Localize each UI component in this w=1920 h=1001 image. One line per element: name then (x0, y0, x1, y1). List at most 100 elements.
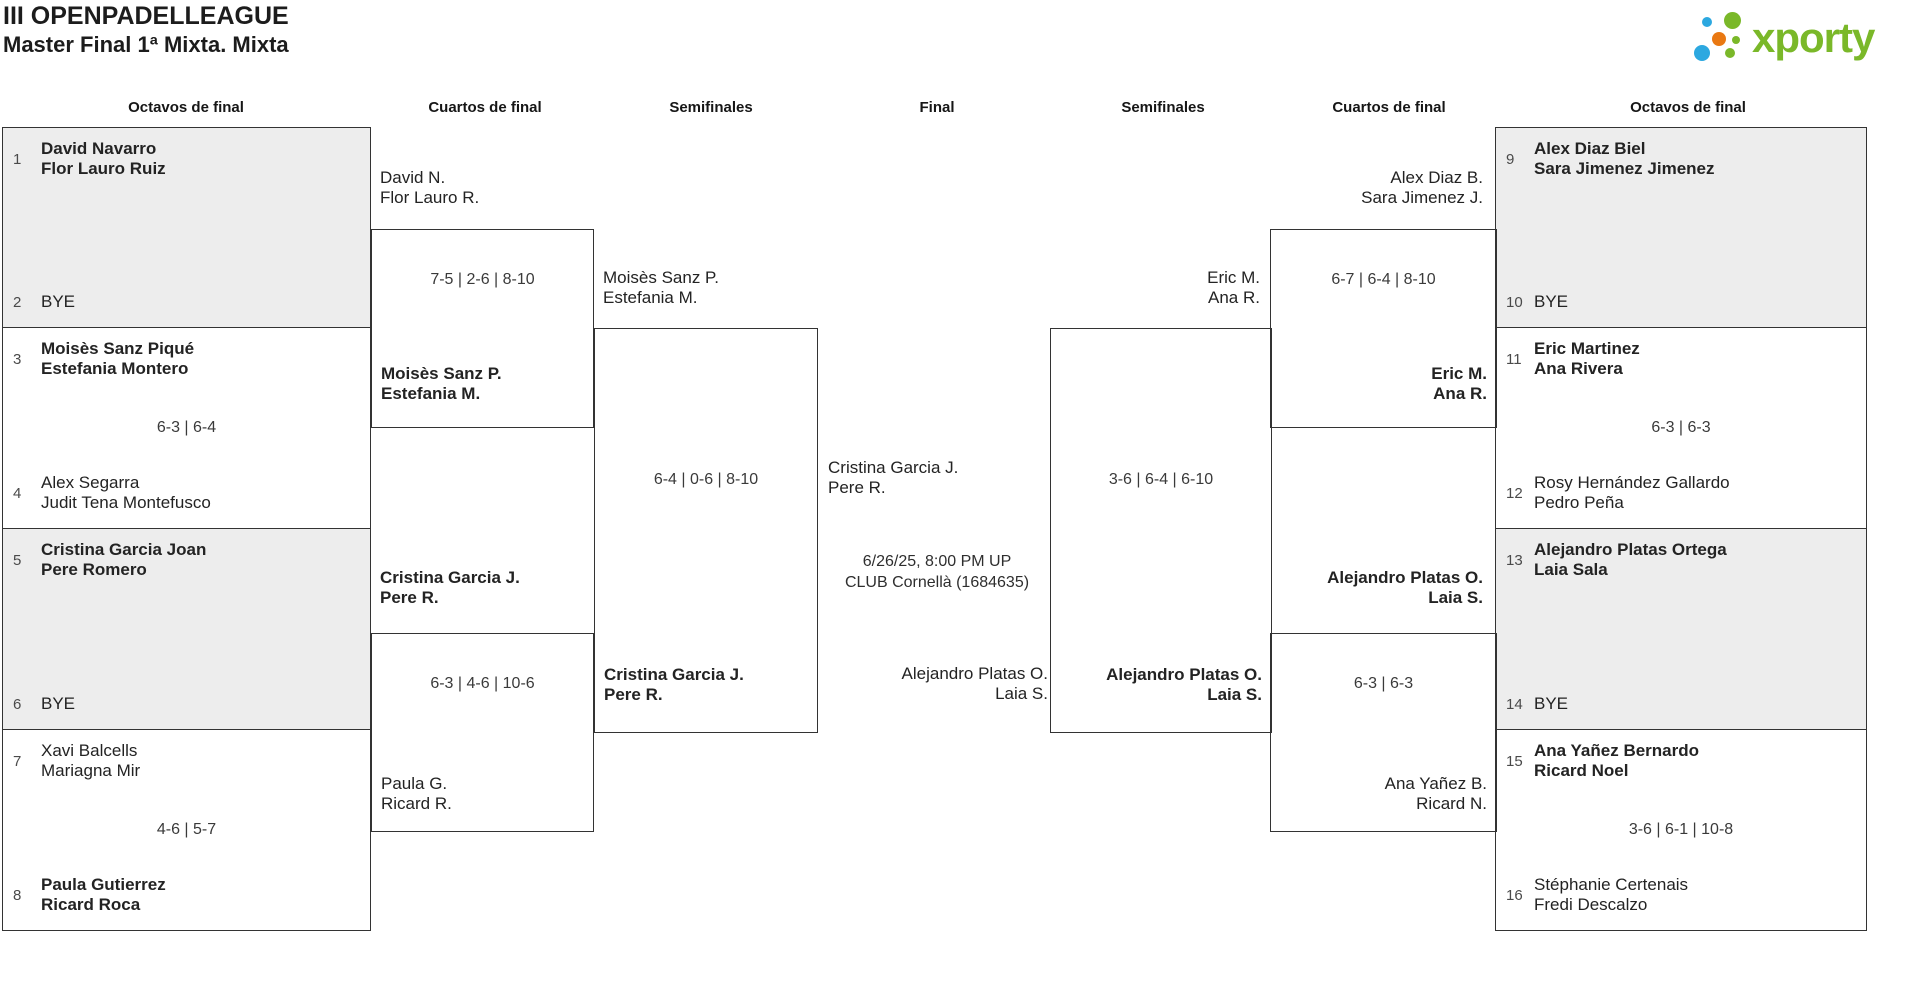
team-names: Xavi Balcells Mariagna Mir (41, 741, 140, 781)
match-box-octavos-3v4[interactable]: 3 Moisès Sanz Piqué Estefania Montero 6-… (2, 327, 371, 529)
player-1: Alejandro Platas Ortega (1534, 540, 1727, 559)
match-score: 7-5 | 2-6 | 8-10 (430, 271, 535, 288)
match-score: 3-6 | 6-1 | 10-8 (1628, 821, 1734, 838)
player-2: Laia S. (1207, 685, 1262, 704)
team-slot-bottom: 10 BYE (1506, 292, 1860, 312)
match-box-octavos-7v8[interactable]: 7 Xavi Balcells Mariagna Mir 4-6 | 5-7 8… (2, 729, 371, 931)
team-names: Paula Gutierrez Ricard Roca (41, 875, 166, 915)
player-2: Estefania M. (603, 288, 698, 307)
team-slot-bottom: 12 Rosy Hernández Gallardo Pedro Peña (1506, 473, 1860, 513)
player-1: Alejandro Platas O. (1327, 568, 1483, 587)
match-score: 6-7 | 6-4 | 8-10 (1331, 271, 1436, 288)
player-1: Eric M. (1207, 268, 1260, 287)
team-names: Alejandro Platas O. Laia S. (1250, 568, 1483, 608)
match-box-semifinal-right[interactable]: 3-6 | 6-4 | 6-10 Alejandro Platas O. Lai… (1050, 328, 1272, 733)
match-score: 6-4 | 0-6 | 8-10 (653, 471, 759, 488)
round-header-octavos-left: Octavos de final (128, 99, 244, 116)
player-1: BYE (1534, 292, 1569, 311)
match-box-octavos-9v10[interactable]: 9 Alex Diaz Biel Sara Jimenez Jimenez 10… (1495, 127, 1867, 328)
team-names: Moisès Sanz P. Estefania M. (381, 364, 502, 404)
match-box-cuartos-left-1[interactable]: 7-5 | 2-6 | 8-10 Moisès Sanz P. Estefani… (371, 229, 594, 428)
player-1: Alex Diaz Biel (1534, 139, 1646, 158)
player-2: Sara Jimenez Jimenez (1534, 159, 1715, 178)
match-box-octavos-13v14[interactable]: 13 Alejandro Platas Ortega Laia Sala 14 … (1495, 528, 1867, 730)
team-slot-bottom: 6 BYE (13, 694, 364, 714)
player-1: Alex Segarra (41, 473, 140, 492)
player-2: Ana R. (1208, 288, 1260, 307)
team-slot-top: 7 Xavi Balcells Mariagna Mir (13, 741, 364, 781)
slot-label-qf-right-2-top: Alejandro Platas O. Laia S. (1250, 568, 1483, 608)
seed-number: 6 (13, 695, 22, 713)
player-2: Pedro Peña (1534, 493, 1624, 512)
team-names: BYE (1534, 694, 1568, 714)
player-1: Ana Yañez Bernardo (1534, 741, 1700, 760)
match-score: 6-3 | 6-4 (156, 419, 217, 436)
player-2: Judit Tena Montefusco (41, 493, 211, 512)
team-slot-bottom: 4 Alex Segarra Judit Tena Montefusco (13, 473, 364, 513)
final-team-right-label: Alejandro Platas O. Laia S. (818, 664, 1048, 704)
slot-label-sf-left-top: Moisès Sanz P. Estefania M. (603, 268, 719, 308)
round-header-cuartos-left: Cuartos de final (428, 99, 542, 116)
slot-label-qf-right-1-top: Alex Diaz B. Sara Jimenez J. (1250, 168, 1483, 208)
logo-dot-green-tiny (1732, 36, 1740, 44)
player-2: Pere R. (380, 588, 439, 607)
team-label: Paula G. Ricard R. (381, 774, 452, 814)
team-names: Eric M. Ana R. (1060, 268, 1260, 308)
player-1: BYE (41, 694, 76, 713)
player-1: Cristina Garcia J. (380, 568, 520, 587)
slot-label-sf-right-top: Eric M. Ana R. (1060, 268, 1260, 308)
logo-dot-green-large (1724, 12, 1741, 29)
match-box-semifinal-left[interactable]: 6-4 | 0-6 | 8-10 Cristina Garcia J. Pere… (594, 328, 818, 733)
player-2: Laia S. (995, 684, 1048, 703)
player-1: Paula Gutierrez (41, 875, 166, 894)
player-2: Ricard Noel (1534, 761, 1629, 780)
seed-number: 4 (13, 484, 22, 502)
seed-number: 1 (13, 150, 22, 168)
match-box-octavos-1v2[interactable]: 1 David Navarro Flor Lauro Ruiz 2 BYE (2, 127, 371, 328)
player-2: Ricard N. (1416, 794, 1487, 813)
advancing-team-label: Eric M. Ana R. (1431, 364, 1487, 404)
match-box-octavos-11v12[interactable]: 11 Eric Martinez Ana Rivera 6-3 | 6-3 12… (1495, 327, 1867, 529)
match-box-octavos-5v6[interactable]: 5 Cristina Garcia Joan Pere Romero 6 BYE (2, 528, 371, 730)
advancing-team-label: Alejandro Platas O. Laia S. (1106, 665, 1262, 705)
team-slot-top: 11 Eric Martinez Ana Rivera (1506, 339, 1860, 379)
seed-number: 15 (1506, 752, 1523, 770)
xporty-logo[interactable]: xporty (1680, 4, 1920, 64)
match-box-cuartos-right-2[interactable]: 6-3 | 6-3 Ana Yañez B. Ricard N. (1270, 633, 1497, 832)
logo-dot-orange (1712, 32, 1726, 46)
match-box-octavos-15v16[interactable]: 15 Ana Yañez Bernardo Ricard Noel 3-6 | … (1495, 729, 1867, 931)
player-2: Laia Sala (1534, 560, 1608, 579)
logo-dot-blue-large (1694, 45, 1710, 61)
player-1: Ana Yañez B. (1384, 774, 1487, 793)
match-score: 6-3 | 6-3 (1651, 419, 1711, 436)
round-header-semis-right: Semifinales (1121, 99, 1205, 116)
slot-label-qf-left-1-top: David N. Flor Lauro R. (380, 168, 479, 208)
player-2: Flor Lauro R. (380, 188, 480, 207)
player-1: Eric Martinez (1534, 339, 1640, 358)
player-2: Laia S. (1428, 588, 1483, 607)
advancing-team-label: Moisès Sanz P. Estefania M. (381, 364, 502, 404)
seed-number: 12 (1506, 484, 1523, 502)
team-names: Ana Yañez B. Ricard N. (1385, 774, 1487, 814)
team-slot-top: 5 Cristina Garcia Joan Pere Romero (13, 540, 364, 580)
team-names: Alex Diaz Biel Sara Jimenez Jimenez (1534, 139, 1714, 179)
match-box-cuartos-right-1[interactable]: 6-7 | 6-4 | 8-10 Eric M. Ana R. (1270, 229, 1497, 428)
team-names: Moisès Sanz Piqué Estefania Montero (41, 339, 194, 379)
seed-number: 3 (13, 350, 22, 368)
player-2: Fredi Descalzo (1534, 895, 1648, 914)
team-slot-top: 15 Ana Yañez Bernardo Ricard Noel (1506, 741, 1860, 781)
match-box-cuartos-left-2[interactable]: 6-3 | 4-6 | 10-6 Paula G. Ricard R. (371, 633, 594, 832)
final-team-left-label: Cristina Garcia J. Pere R. (828, 458, 958, 498)
logo-text: xporty (1752, 14, 1875, 61)
player-1: Cristina Garcia J. (604, 665, 744, 684)
team-names: Alejandro Platas O. Laia S. (1106, 665, 1262, 705)
team-slot-bottom: 16 Stéphanie Certenais Fredi Descalzo (1506, 875, 1860, 915)
team-names: BYE (41, 694, 75, 714)
team-names: Cristina Garcia Joan Pere Romero (41, 540, 206, 580)
round-header-semis-left: Semifinales (669, 99, 753, 116)
player-2: Ricard Roca (41, 895, 141, 914)
player-1: Moisès Sanz P. (381, 364, 502, 383)
match-score: 6-3 | 6-3 (1353, 675, 1414, 692)
player-1: BYE (1534, 694, 1569, 713)
player-1: Paula G. (381, 774, 448, 793)
